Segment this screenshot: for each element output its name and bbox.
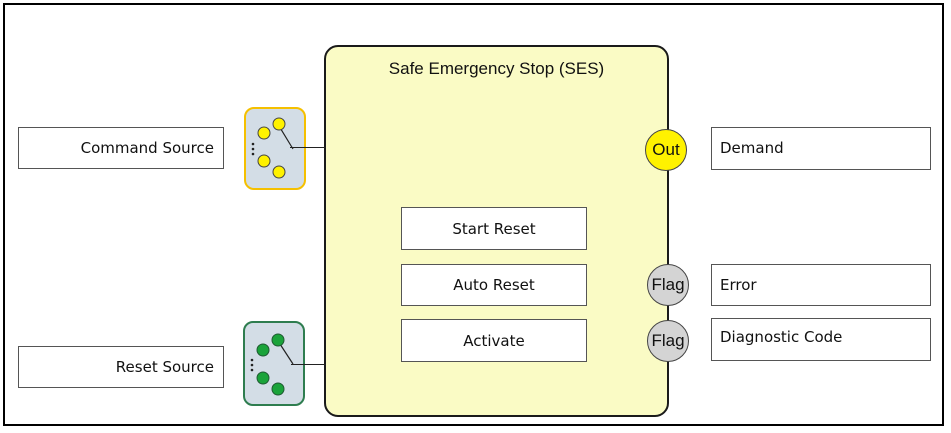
- error-output-box[interactable]: Error: [711, 264, 931, 306]
- activate-param[interactable]: Activate: [401, 319, 587, 362]
- command-wire: [290, 147, 326, 148]
- error-flag-port[interactable]: Flag: [647, 264, 689, 306]
- demand-output-box[interactable]: Demand: [711, 127, 931, 170]
- command-source-box[interactable]: Command Source: [18, 127, 224, 169]
- reset-source-box[interactable]: Reset Source: [18, 346, 224, 388]
- diagnostic-code-output-box[interactable]: Diagnostic Code: [711, 318, 931, 361]
- function-block-title: Safe Emergency Stop (SES): [388, 59, 605, 78]
- demand-out-port[interactable]: Out: [645, 129, 687, 171]
- diagnostic-code-flag-port[interactable]: Flag: [647, 320, 689, 362]
- auto-reset-param[interactable]: Auto Reset: [401, 264, 587, 306]
- reset-wire: [291, 364, 326, 365]
- start-reset-param[interactable]: Start Reset: [401, 207, 587, 250]
- command-source-selector-icon[interactable]: [244, 107, 306, 190]
- reset-source-selector-icon[interactable]: [243, 321, 305, 406]
